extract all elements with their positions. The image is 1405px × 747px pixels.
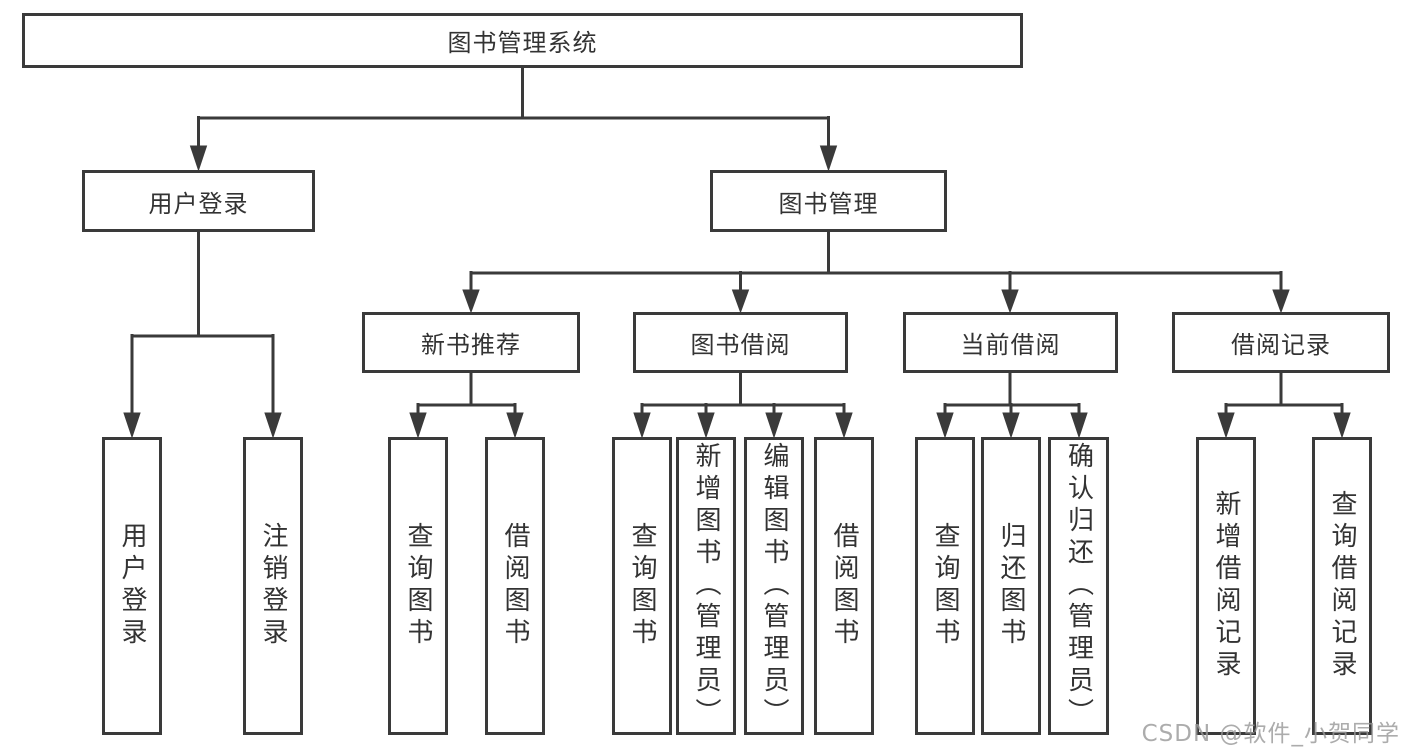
arrowhead-down-icon	[123, 412, 141, 439]
leaf-current-return-book: 归还图书	[981, 437, 1041, 735]
node-borrow-records: 借阅记录	[1172, 312, 1390, 373]
connector-book-borrow-to-leaves	[633, 371, 853, 439]
arrowhead-down-icon	[819, 145, 838, 172]
node-current-borrow: 当前借阅	[903, 312, 1118, 373]
leaf-current-search-book: 查询图书	[915, 437, 975, 735]
arrowhead-down-icon	[1272, 289, 1290, 314]
arrowhead-down-icon	[936, 412, 954, 439]
connector-current-borrow-to-leaves	[936, 371, 1088, 439]
leaf-borrow-borrow-book: 借阅图书	[814, 437, 874, 735]
connector-book-management-to-level3	[462, 230, 1290, 314]
node-book-management: 图书管理	[710, 170, 947, 232]
arrowhead-down-icon	[1070, 412, 1088, 439]
leaf-current-confirm-return: 确认归还（管理员）	[1048, 437, 1109, 735]
arrowhead-down-icon	[506, 412, 524, 439]
leaf-borrow-search-book: 查询图书	[612, 437, 672, 735]
arrowhead-down-icon	[633, 412, 651, 439]
arrowhead-down-icon	[765, 412, 783, 439]
arrowhead-down-icon	[1217, 412, 1235, 439]
arrowhead-down-icon	[697, 412, 715, 439]
leaf-logout: 注销登录	[243, 437, 303, 735]
arrowhead-down-icon	[189, 145, 208, 172]
node-root: 图书管理系统	[22, 13, 1023, 68]
arrowhead-down-icon	[1002, 412, 1020, 439]
leaf-recommend-borrow-book: 借阅图书	[485, 437, 545, 735]
leaf-borrow-edit-book: 编辑图书（管理员）	[744, 437, 804, 735]
arrowhead-down-icon	[1001, 289, 1019, 314]
arrowhead-down-icon	[1333, 412, 1351, 439]
watermark-text: CSDN @软件_小贺同学	[1141, 721, 1400, 747]
arrowhead-down-icon	[462, 289, 480, 314]
connector-root-to-level2	[189, 65, 838, 172]
connector-borrow-records-to-leaves	[1217, 371, 1351, 439]
connector-user-login-to-leaves	[123, 230, 282, 439]
leaf-records-search-record: 查询借阅记录	[1312, 437, 1372, 735]
node-user-login: 用户登录	[82, 170, 315, 232]
arrowhead-down-icon	[409, 412, 427, 439]
leaf-records-add-record: 新增借阅记录	[1196, 437, 1256, 735]
leaf-borrow-add-book: 新增图书（管理员）	[676, 437, 736, 735]
node-book-borrow: 图书借阅	[633, 312, 848, 373]
leaf-recommend-search-book: 查询图书	[388, 437, 448, 735]
connector-new-book-recommend-to-leaves	[409, 371, 524, 439]
node-new-book-recommend: 新书推荐	[362, 312, 580, 373]
leaf-user-login: 用户登录	[102, 437, 162, 735]
arrowhead-down-icon	[264, 412, 282, 439]
arrowhead-down-icon	[731, 289, 750, 314]
arrowhead-down-icon	[835, 412, 853, 439]
